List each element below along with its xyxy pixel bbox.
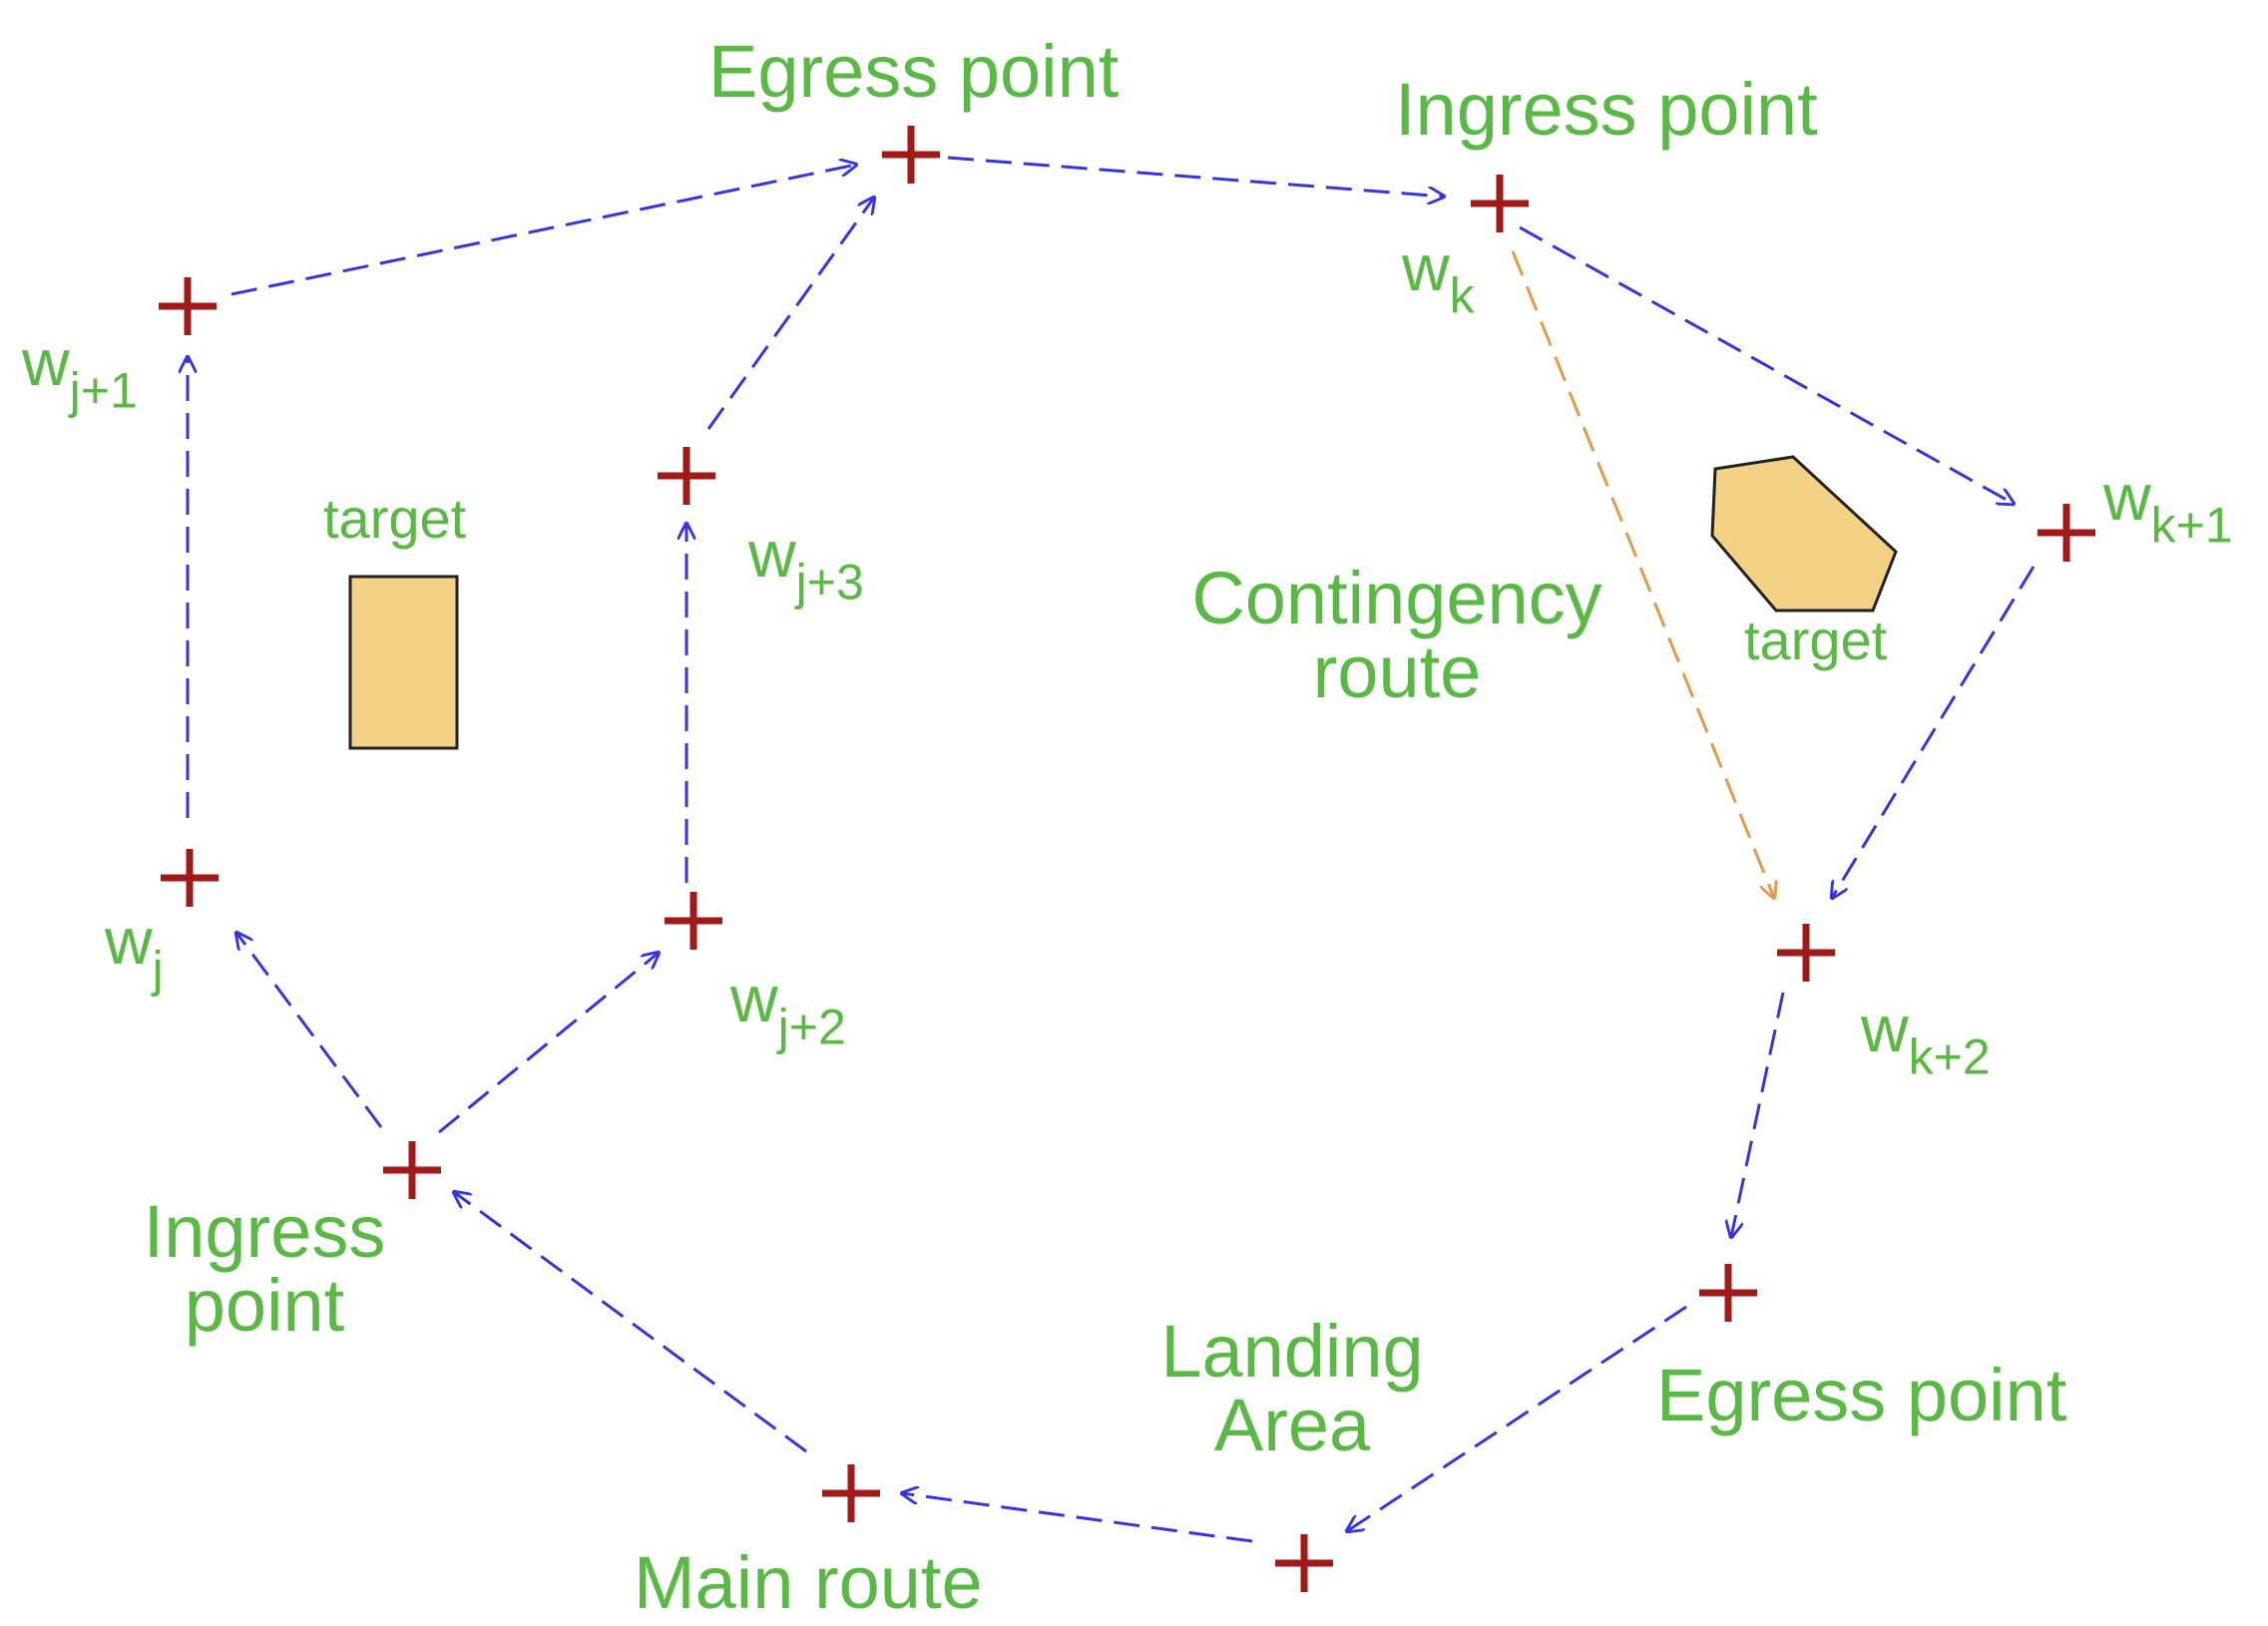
label-ingress-top: Ingress point (1395, 68, 1818, 151)
marker-wj (161, 849, 219, 907)
edge-contingency (1511, 250, 1774, 898)
label-wj3-base: w (748, 517, 796, 591)
edge-wk-to-wk1 (1519, 225, 2014, 504)
label-wk1-sub: k+1 (2150, 497, 2233, 554)
target-left-shape (348, 575, 459, 750)
label-wk2: wk+2 (1861, 996, 1991, 1082)
edge-main-to-ingress (454, 1192, 807, 1453)
label-wj1: wj+1 (22, 329, 138, 416)
marker-wk2 (1777, 924, 1835, 982)
edge-wj3-to-egress (706, 198, 874, 430)
marker-wj1 (159, 277, 217, 335)
label-wk1-base: w (2103, 460, 2151, 534)
marker-ingress-bottom (383, 1141, 441, 1199)
marker-wj2 (665, 892, 722, 950)
label-wj1-base: w (22, 325, 70, 399)
label-wk2-base: w (1861, 992, 1909, 1065)
edge-ingress-to-wj2 (438, 953, 659, 1134)
target-right-shape (1710, 455, 1898, 612)
edge-wj1-to-egress (230, 165, 856, 296)
edge-egress-to-ingress (947, 156, 1444, 197)
edge-landing-to-main (902, 1493, 1253, 1543)
label-wj-sub: j (152, 941, 164, 998)
label-wj: wj (105, 908, 164, 995)
marker-wk1 (2038, 504, 2095, 562)
label-wk-base: w (1402, 230, 1450, 304)
label-target-left: target (323, 487, 467, 550)
label-wj-base: w (105, 904, 153, 978)
label-wk2-sub: k+2 (1908, 1028, 1991, 1085)
edge-wk1-to-wk2 (1832, 566, 2036, 898)
marker-egress-bottom (1699, 1264, 1757, 1322)
label-wj3-sub: j+3 (795, 554, 864, 610)
label-wk-sub: k (1449, 267, 1475, 324)
label-ingress-bottom-left: Ingress point (143, 1190, 386, 1347)
edge-wk2-to-egress (1731, 992, 1785, 1237)
label-wj3: wj+3 (748, 521, 864, 608)
label-wj2-sub: j+2 (777, 999, 846, 1055)
label-egress-top: Egress point (708, 30, 1120, 113)
label-wk1: wk+1 (2103, 464, 2233, 551)
edge-ingress-to-wj (236, 933, 383, 1128)
edge-egress-to-landing (1347, 1305, 1687, 1531)
marker-main-route (822, 1464, 880, 1522)
label-wj1-sub: j+1 (69, 362, 138, 419)
label-contingency-route: Contingency route (1191, 557, 1602, 713)
label-landing-area: Landing Area (1160, 1310, 1424, 1466)
label-egress-bottom-right: Egress point (1656, 1354, 2067, 1436)
marker-ingress-top (1471, 175, 1529, 232)
label-wj2-base: w (730, 962, 778, 1035)
label-target-right: target (1744, 609, 1888, 671)
label-main-route: Main route (634, 1541, 983, 1624)
label-wj2: wj+2 (730, 966, 846, 1052)
marker-landing (1275, 1534, 1333, 1592)
label-wk: wk (1402, 234, 1475, 321)
marker-egress-top (882, 126, 940, 184)
marker-wj3 (658, 447, 715, 505)
